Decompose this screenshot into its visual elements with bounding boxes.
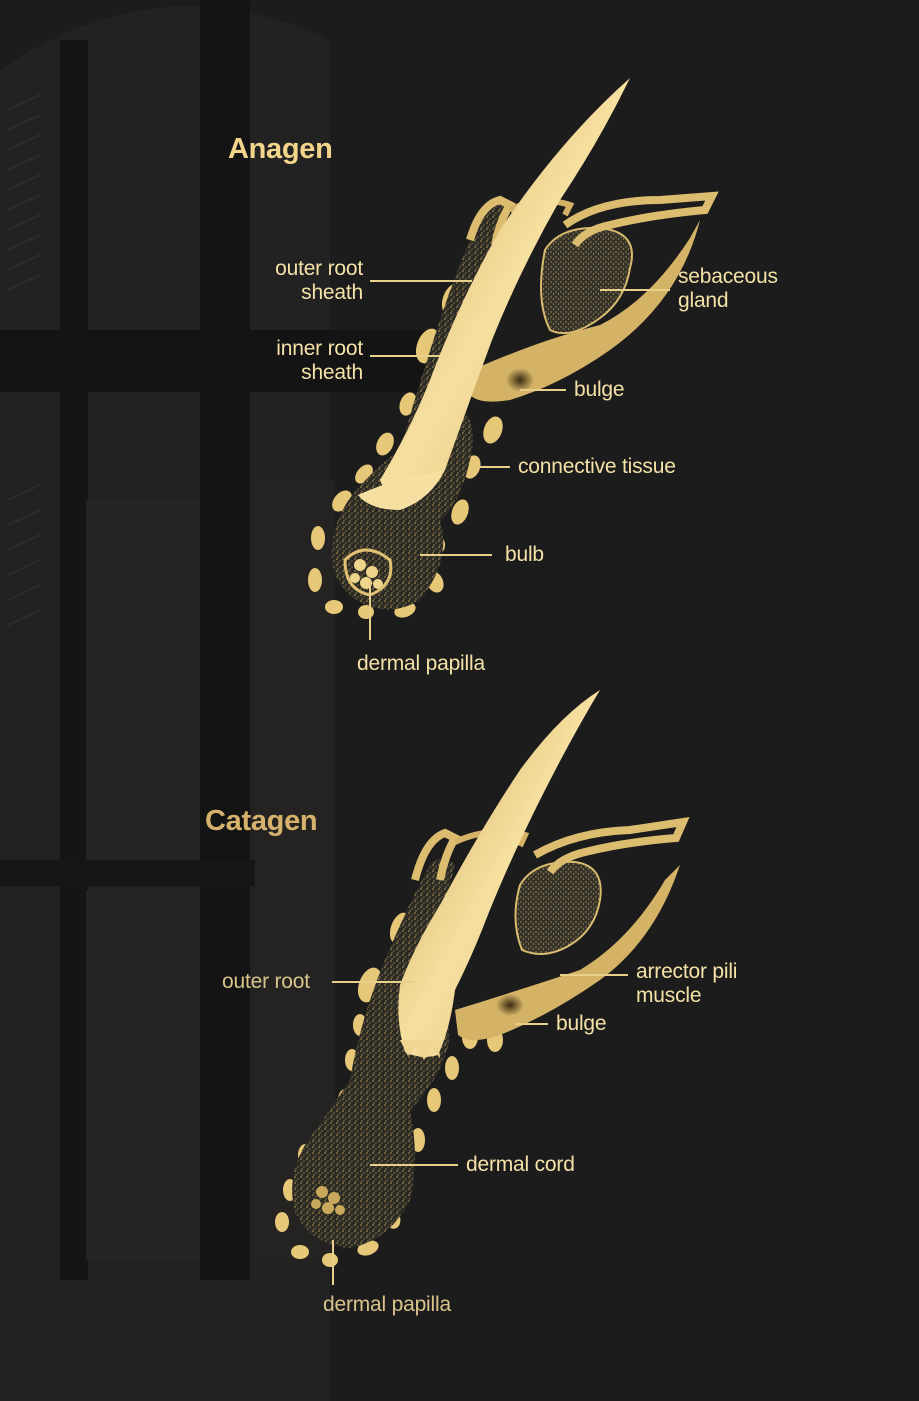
anagen-dermal-papilla-label: dermal papilla [357,652,485,675]
anagen-follicle [308,78,719,619]
anagen-dermal-papilla-cells [350,559,383,589]
catagen-follicle [275,690,690,1267]
catagen-dermal-papilla-label: dermal papilla [323,1293,451,1316]
inner-root-sheath-line2: sheath [301,361,363,384]
bulb-label: bulb [505,543,544,566]
dermal-cord-label: dermal cord [466,1153,575,1176]
anagen-title: Anagen [228,133,333,165]
sebaceous-gland-line2: gland [678,289,729,312]
sebaceous-gland-label: sebaceous gland [678,265,778,313]
anagen-bulge-label: bulge [574,378,625,401]
catagen-dermal-papilla-cells [311,1186,345,1215]
catagen-bulge-label: bulge [556,1012,607,1035]
catagen-title: Catagen [205,805,318,837]
anagen-leader-lines [369,280,670,640]
inner-root-sheath-line1: inner root [276,337,363,360]
outer-root-sheath-line1: outer root [275,257,363,280]
outer-root-label: outer root [222,970,310,993]
catagen-leader-lines [332,974,628,1285]
sebaceous-gland-line1: sebaceous [678,265,778,288]
outer-root-sheath-label: outer root sheath [275,257,363,305]
outer-root-sheath-line2: sheath [301,281,363,304]
arrector-pili-line1: arrector pili [636,960,738,983]
connective-tissue-label: connective tissue [518,455,676,478]
arrector-pili-muscle-label: arrector pili muscle [636,960,737,1008]
inner-root-sheath-label: inner root sheath [276,337,363,385]
arrector-pili-line2: muscle [636,984,702,1007]
